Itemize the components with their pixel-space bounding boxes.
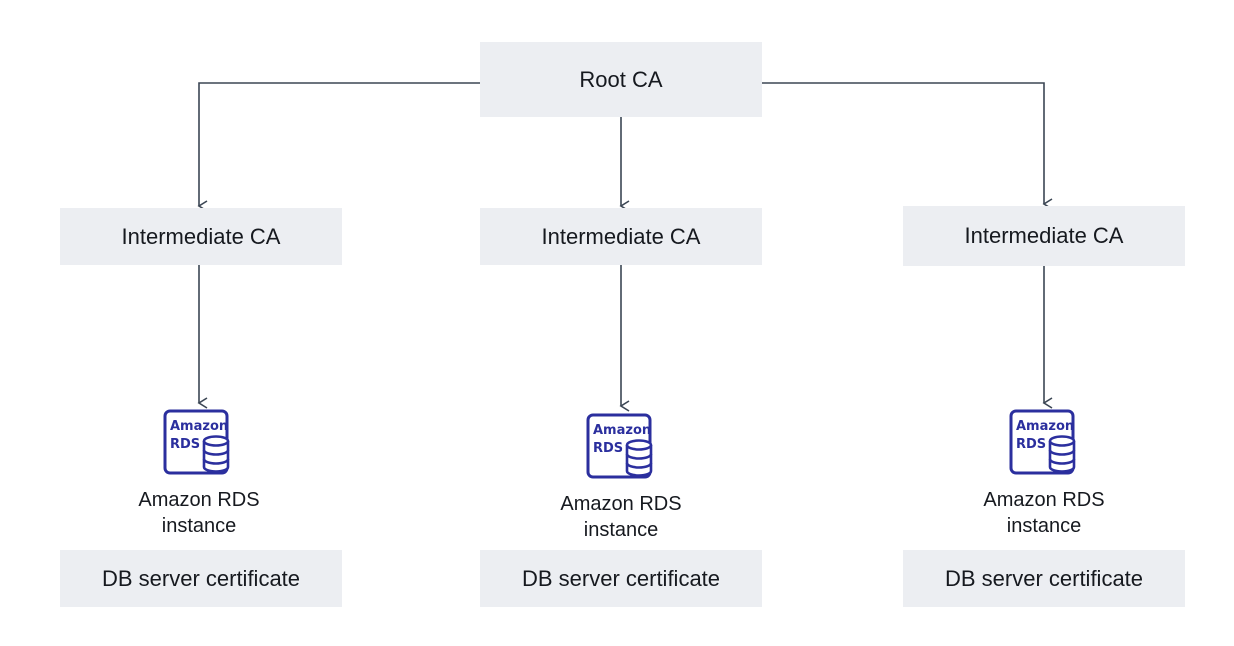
db-server-certificate-box: DB server certificate [903, 550, 1185, 607]
intermediate-ca-label: Intermediate CA [541, 223, 701, 249]
rds-instance-label: Amazon RDS instance [521, 491, 721, 543]
db-server-certificate-label: DB server certificate [521, 565, 721, 591]
rds-instance-label-line1: Amazon RDS [983, 489, 1105, 511]
rds-instance-label-line2: instance [161, 515, 237, 537]
rds-instance-label-line2: instance [1006, 515, 1082, 537]
db-server-certificate-box: DB server certificate [60, 550, 342, 607]
rds-instance-label: Amazon RDS instance [944, 487, 1144, 539]
intermediate-ca-box: Intermediate CA [903, 206, 1185, 266]
rds-instance-label-line1: Amazon RDS [560, 493, 682, 515]
root-ca-box: Root CA [480, 42, 762, 117]
amazon-rds-icon: Amazon RDS [1009, 409, 1076, 475]
rds-icon-text-amazon: Amazon [593, 423, 651, 438]
intermediate-ca-box: Intermediate CA [480, 208, 762, 265]
db-server-certificate-box: DB server certificate [480, 550, 762, 607]
rds-instance-label: Amazon RDS instance [99, 487, 299, 539]
database-cylinder-icon [625, 439, 653, 477]
rds-instance-label-line2: instance [583, 519, 659, 541]
intermediate-ca-label: Intermediate CA [121, 223, 281, 249]
intermediate-ca-box: Intermediate CA [60, 208, 342, 265]
db-server-certificate-label: DB server certificate [944, 565, 1144, 591]
amazon-rds-icon: Amazon RDS [586, 413, 653, 479]
rds-icon-text-rds: RDS [593, 441, 623, 456]
intermediate-ca-label: Intermediate CA [964, 223, 1124, 248]
db-server-certificate-label: DB server certificate [101, 565, 301, 591]
root-ca-label: Root CA [579, 66, 663, 92]
connector-root-to-intermediate-1 [197, 82, 480, 212]
rds-instance-label-line1: Amazon RDS [138, 489, 260, 511]
rds-icon-text-rds: RDS [170, 437, 200, 452]
database-cylinder-icon [1048, 435, 1076, 473]
rds-icon-text-amazon: Amazon [1016, 419, 1074, 434]
amazon-rds-icon: Amazon RDS [163, 409, 230, 475]
rds-icon-text-rds: RDS [1016, 437, 1046, 452]
connector-root-to-intermediate-3 [762, 82, 1053, 210]
database-cylinder-icon [202, 435, 230, 473]
rds-icon-text-amazon: Amazon [170, 419, 228, 434]
